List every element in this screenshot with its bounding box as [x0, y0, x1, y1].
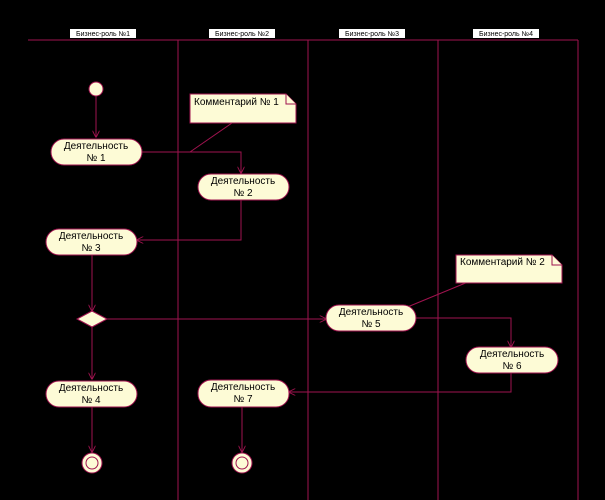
end-node-2: [231, 452, 253, 474]
flow-1-to-2: [142, 151, 241, 173]
svg-text:Деятельность: Деятельность: [64, 141, 128, 152]
svg-text:№ 6: № 6: [502, 361, 522, 372]
svg-text:Бизнес-роль №1: Бизнес-роль №1: [76, 31, 130, 38]
activity-4[interactable]: Деятельность № 4: [45, 380, 138, 408]
svg-text:Бизнес-роль №3: Бизнес-роль №3: [345, 31, 399, 38]
activity-3[interactable]: Деятельность № 3: [45, 228, 138, 256]
note-2[interactable]: Комментарий № 2: [455, 254, 563, 284]
note-1-connector: [189, 122, 233, 153]
flow-2-to-3: [137, 199, 242, 240]
svg-text:Комментарий № 2: Комментарий № 2: [460, 257, 545, 268]
svg-text:Деятельность: Деятельность: [211, 176, 275, 187]
end-node-1: [81, 452, 103, 474]
lane-title-3: Бизнес-роль №3: [339, 29, 405, 38]
svg-text:№ 7: № 7: [233, 394, 253, 405]
svg-text:Деятельность: Деятельность: [59, 231, 123, 242]
lane-title-4: Бизнес-роль №4: [473, 29, 539, 38]
svg-text:№ 4: № 4: [81, 395, 101, 406]
lane-title-2: Бизнес-роль №2: [209, 29, 275, 38]
svg-text:№ 5: № 5: [361, 319, 381, 330]
svg-text:Бизнес-роль №2: Бизнес-роль №2: [215, 31, 269, 38]
activity-2[interactable]: Деятельность № 2: [197, 173, 290, 201]
svg-text:Деятельность: Деятельность: [480, 349, 544, 360]
activity-6[interactable]: Деятельность № 6: [465, 346, 559, 374]
activity-7[interactable]: Деятельность № 7: [197, 379, 290, 408]
svg-text:Деятельность: Деятельность: [211, 382, 275, 393]
start-node: [88, 81, 104, 97]
flow-6-to-7: [289, 373, 512, 392]
svg-text:№ 3: № 3: [81, 243, 101, 254]
note-2-connector: [404, 281, 469, 309]
svg-text:Бизнес-роль №4: Бизнес-роль №4: [479, 31, 533, 38]
svg-text:Деятельность: Деятельность: [339, 307, 403, 318]
flow-5-to-6: [416, 317, 511, 347]
svg-text:Деятельность: Деятельность: [59, 383, 123, 394]
lane-title-1: Бизнес-роль №1: [70, 29, 136, 38]
activity-1[interactable]: Деятельность № 1: [50, 138, 143, 166]
note-1[interactable]: Комментарий № 1: [189, 93, 297, 124]
decision-node: [75, 310, 109, 328]
svg-text:Комментарий № 1: Комментарий № 1: [194, 97, 279, 108]
svg-text:№ 2: № 2: [233, 188, 253, 199]
svg-text:№ 1: № 1: [86, 153, 106, 164]
activity-5[interactable]: Деятельность № 5: [325, 304, 417, 332]
